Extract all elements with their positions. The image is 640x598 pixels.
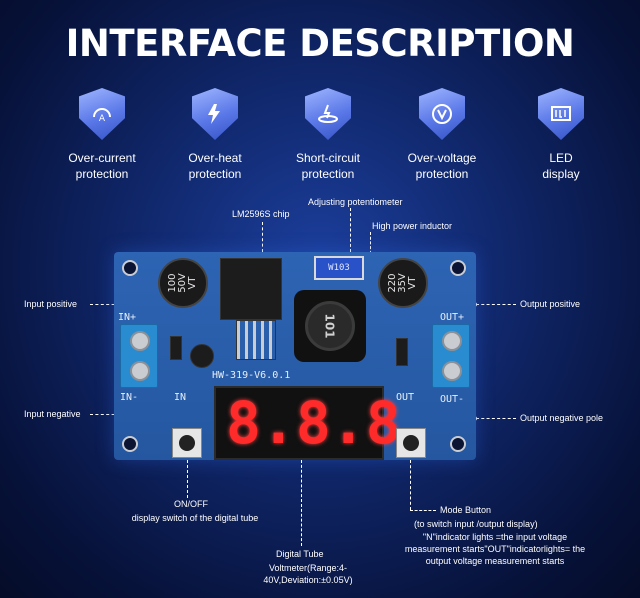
feature-led-display: LED display <box>506 88 616 182</box>
silk-in-led: IN <box>174 392 187 403</box>
feature-label: protection <box>75 167 129 181</box>
mounting-hole <box>122 436 138 452</box>
feature-overvoltage: Over-voltage protection <box>387 88 497 182</box>
output-positive-label: Output positive <box>520 299 581 309</box>
mounting-hole <box>450 436 466 452</box>
chip-label: LM2596S chip <box>232 209 290 219</box>
output-negative-screw[interactable] <box>442 361 462 381</box>
mode-leader-line <box>410 460 411 510</box>
feature-label: LED <box>549 151 573 165</box>
feature-label: Short-circuit <box>295 151 360 165</box>
silk-out-minus: OUT- <box>440 394 465 405</box>
silk-model: HW-319-V6.0.1 <box>212 370 291 381</box>
diode <box>170 336 182 360</box>
transistor <box>190 344 214 368</box>
mounting-hole <box>122 260 138 276</box>
feature-label: protection <box>301 167 355 181</box>
silk-out-plus: OUT+ <box>440 312 465 323</box>
overheat-icon <box>192 88 238 140</box>
onoff-description: display switch of the digital tube <box>131 513 259 523</box>
mode-description-1: (to switch input /output display) <box>414 519 538 529</box>
potentiometer-label: Adjusting potentiometer <box>308 197 403 207</box>
inductor-core: 101 <box>305 301 355 351</box>
mode-title: Mode Button <box>440 505 492 515</box>
feature-label: protection <box>188 167 242 181</box>
feature-short-circuit: Short-circuit protection <box>273 88 383 182</box>
feature-overheat: Over-heat protection <box>160 88 270 182</box>
output-negative-label: Output negative pole <box>520 413 604 423</box>
output-negative-leader-line <box>476 418 516 419</box>
power-inductor: 101 <box>294 290 366 362</box>
onoff-leader-line <box>187 460 188 498</box>
buck-converter-board: 100 50V VT 220 35V VT W103 101 IN+ IN- O… <box>114 252 476 460</box>
capacitor-label: 220 35V VT <box>386 273 418 293</box>
chip-leader-line <box>262 222 263 252</box>
svg-text:A: A <box>99 114 106 124</box>
feature-label: protection <box>415 167 469 181</box>
mounting-hole <box>450 260 466 276</box>
input-negative-screw[interactable] <box>130 361 150 381</box>
silk-out-led: OUT <box>396 392 415 403</box>
smd-component <box>396 338 408 366</box>
pot-leader-line <box>350 208 351 252</box>
inductor-code: 101 <box>323 313 337 339</box>
silk-in-plus: IN+ <box>118 312 137 323</box>
onoff-button[interactable] <box>172 428 202 458</box>
output-terminal-block[interactable] <box>432 324 470 388</box>
adjusting-potentiometer[interactable]: W103 <box>314 256 364 280</box>
input-positive-screw[interactable] <box>130 331 150 351</box>
display-digit: 8. <box>295 389 366 457</box>
overvoltage-icon <box>419 88 465 140</box>
output-positive-screw[interactable] <box>442 331 462 351</box>
feature-label: Over-voltage <box>407 151 477 165</box>
input-positive-leader-line <box>90 304 120 305</box>
digital-tube-display: 8. 8. 8. <box>214 386 436 460</box>
mode-leader-line-h <box>410 510 436 511</box>
output-positive-leader-line <box>476 304 516 305</box>
short-circuit-icon <box>305 88 351 140</box>
overcurrent-icon: A <box>79 88 125 140</box>
output-capacitor: 220 35V VT <box>378 258 428 308</box>
input-capacitor: 100 50V VT <box>158 258 208 308</box>
display-digit: 8. <box>226 389 296 457</box>
mode-description-2: "N"indicator lights =the input voltage m… <box>404 532 586 566</box>
capacitor-label: 100 50V VT <box>166 273 198 293</box>
onoff-title: ON/OFF <box>174 499 208 509</box>
input-positive-label: Input positive <box>24 299 78 309</box>
input-terminal-block[interactable] <box>120 324 158 388</box>
inductor-leader-line <box>370 232 371 268</box>
pot-code: W103 <box>328 263 350 273</box>
feature-label: Over-heat <box>188 151 242 165</box>
button-knob <box>179 435 195 451</box>
chip-pins <box>236 320 276 360</box>
digital-tube-title: Digital Tube <box>276 549 324 559</box>
feature-label: display <box>542 167 580 181</box>
page-title: INTERFACE DESCRIPTION <box>65 22 575 65</box>
mode-button[interactable] <box>396 428 426 458</box>
input-negative-label: Input negative <box>24 409 81 419</box>
digital-tube-description: Voltmeter(Range:4-40V,Deviation:±0.05V) <box>263 563 353 585</box>
led-display-icon <box>538 88 584 140</box>
feature-label: Over-current <box>68 151 136 165</box>
feature-overcurrent: A Over-current protection <box>47 88 157 182</box>
inductor-label: High power inductor <box>372 221 453 231</box>
button-knob <box>403 435 419 451</box>
input-negative-leader-line <box>90 414 120 415</box>
silk-in-minus: IN- <box>120 392 139 403</box>
digital-tube-leader-line <box>301 460 302 546</box>
lm2596s-chip <box>220 258 282 320</box>
